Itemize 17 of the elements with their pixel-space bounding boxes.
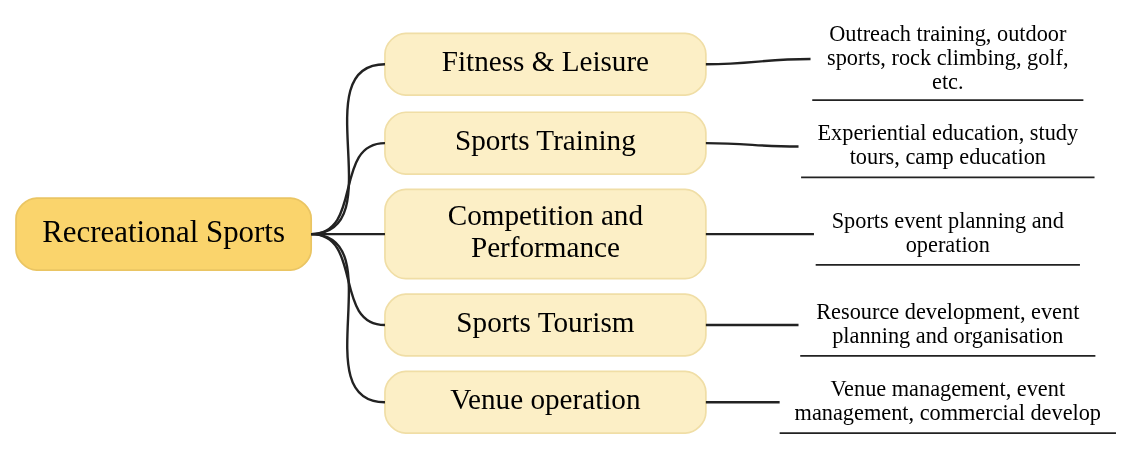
node-text: Resource development, event planning and organisation [816, 298, 1080, 348]
connector [705, 401, 780, 404]
connector [705, 232, 814, 236]
node-box: Venue operation [384, 370, 707, 434]
connector [705, 57, 811, 66]
node-box: Sports Training [384, 111, 707, 175]
node-text: Venue management, event management, commercial develop [794, 376, 1102, 426]
node-text: Outreach training, outdoor sports, rock climbing, golf, etc. [827, 20, 1069, 94]
connector [310, 232, 386, 404]
node-box: Fitness & Leisure [384, 32, 707, 96]
node-text: Sports event planning and operation [831, 207, 1064, 257]
node-text: Experiential education, study tours, camp education [817, 120, 1079, 170]
node-box: Competition and Performance [384, 188, 707, 280]
connector [705, 323, 799, 327]
node-box: Recreational Sports [15, 197, 313, 271]
connector [705, 141, 799, 148]
node-box: Sports Tourism [384, 293, 707, 357]
